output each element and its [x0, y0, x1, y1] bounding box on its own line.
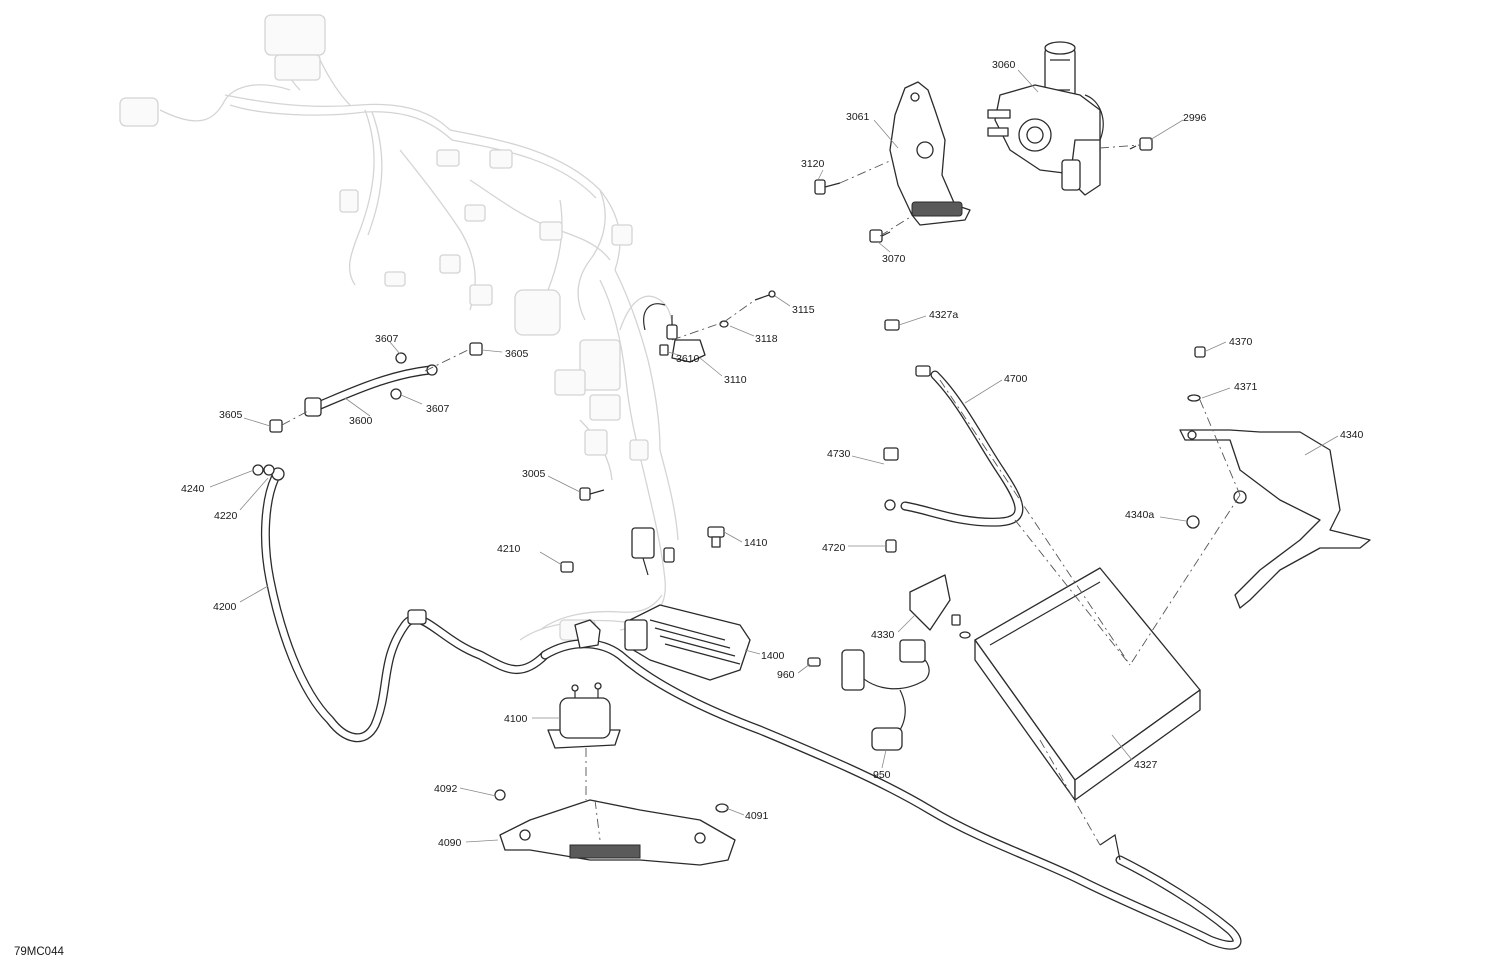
terminal-cover-4330: [909, 574, 971, 639]
callout-4720: 4720: [822, 542, 846, 554]
callout-4327: 4327: [1134, 759, 1158, 771]
callout-4090: 4090: [438, 837, 462, 849]
callout-3118: 3118: [755, 333, 778, 345]
screw-3115: [754, 290, 776, 301]
callout-3607-bottom: 3607: [426, 403, 450, 415]
battery-4327: [974, 567, 1201, 801]
assembly-lines: [281, 144, 1241, 846]
bolt-3120: [814, 179, 841, 195]
callout-960: 960: [777, 669, 795, 681]
callout-4700: 4700: [1004, 373, 1028, 385]
callout-3060: 3060: [992, 59, 1016, 71]
connector-950: [871, 689, 906, 751]
starter-solenoid-4100: [547, 682, 621, 749]
ghost-wiring-harness: [119, 14, 681, 641]
callout-3610: 3610: [676, 353, 700, 365]
figure-code: 79MC044: [14, 946, 64, 958]
callout-4730: 4730: [827, 448, 851, 460]
callout-3120: 3120: [801, 158, 825, 170]
callout-3605-left: 3605: [219, 409, 243, 421]
connector-960: [807, 639, 930, 691]
callout-3607-top: 3607: [375, 333, 399, 345]
callout-4240: 4240: [181, 483, 205, 495]
callout-4370: 4370: [1229, 336, 1253, 348]
bolt-3005: [579, 487, 605, 501]
callout-4210: 4210: [497, 543, 521, 555]
battery-cable-4700: [883, 319, 1024, 553]
battery-cable-4200: [252, 464, 550, 743]
callout-2996: 2996: [1183, 112, 1207, 124]
sensor-3110: [643, 303, 706, 363]
bolt-2996: [1129, 137, 1153, 151]
callout-3115: 3115: [792, 304, 815, 316]
voltage-regulator-1400: [624, 604, 751, 681]
callout-4327a: 4327a: [929, 309, 958, 321]
callout-3600: 3600: [349, 415, 373, 427]
callout-1410: 1410: [744, 537, 768, 549]
bolt-1410: [707, 526, 725, 548]
battery-bracket-4340: [1179, 346, 1371, 609]
callout-4340a: 4340a: [1125, 509, 1154, 521]
callout-3070: 3070: [882, 253, 906, 265]
callout-4200: 4200: [213, 601, 237, 613]
actuator-motor-assembly: [987, 41, 1104, 196]
callout-1400: 1400: [761, 650, 785, 662]
callout-4330: 4330: [871, 629, 895, 641]
ground-strap-3600: [269, 342, 483, 433]
mounting-bracket-4090: [494, 789, 736, 866]
actuator-bracket: [889, 81, 971, 226]
callout-4100: 4100: [504, 713, 528, 725]
callout-labels: 2996 3060 3061 3120 3070 3115 3118 3110 …: [181, 59, 1364, 849]
main-harness-lower: [540, 619, 1242, 950]
nut-4210: [560, 561, 574, 573]
callout-3005: 3005: [522, 468, 546, 480]
callout-4092: 4092: [434, 783, 458, 795]
callout-3061: 3061: [846, 111, 870, 123]
bolt-3070: [869, 229, 891, 243]
leader-lines: [209, 69, 1339, 843]
callout-3110: 3110: [724, 374, 747, 386]
callout-4091: 4091: [745, 810, 769, 822]
callout-3605-right: 3605: [505, 348, 529, 360]
callout-4340: 4340: [1340, 429, 1364, 441]
screw-3610: [659, 344, 669, 356]
callout-4220: 4220: [214, 510, 238, 522]
callout-4371: 4371: [1234, 381, 1258, 393]
connector-upper: [631, 527, 675, 576]
callout-950: 950: [873, 769, 891, 781]
